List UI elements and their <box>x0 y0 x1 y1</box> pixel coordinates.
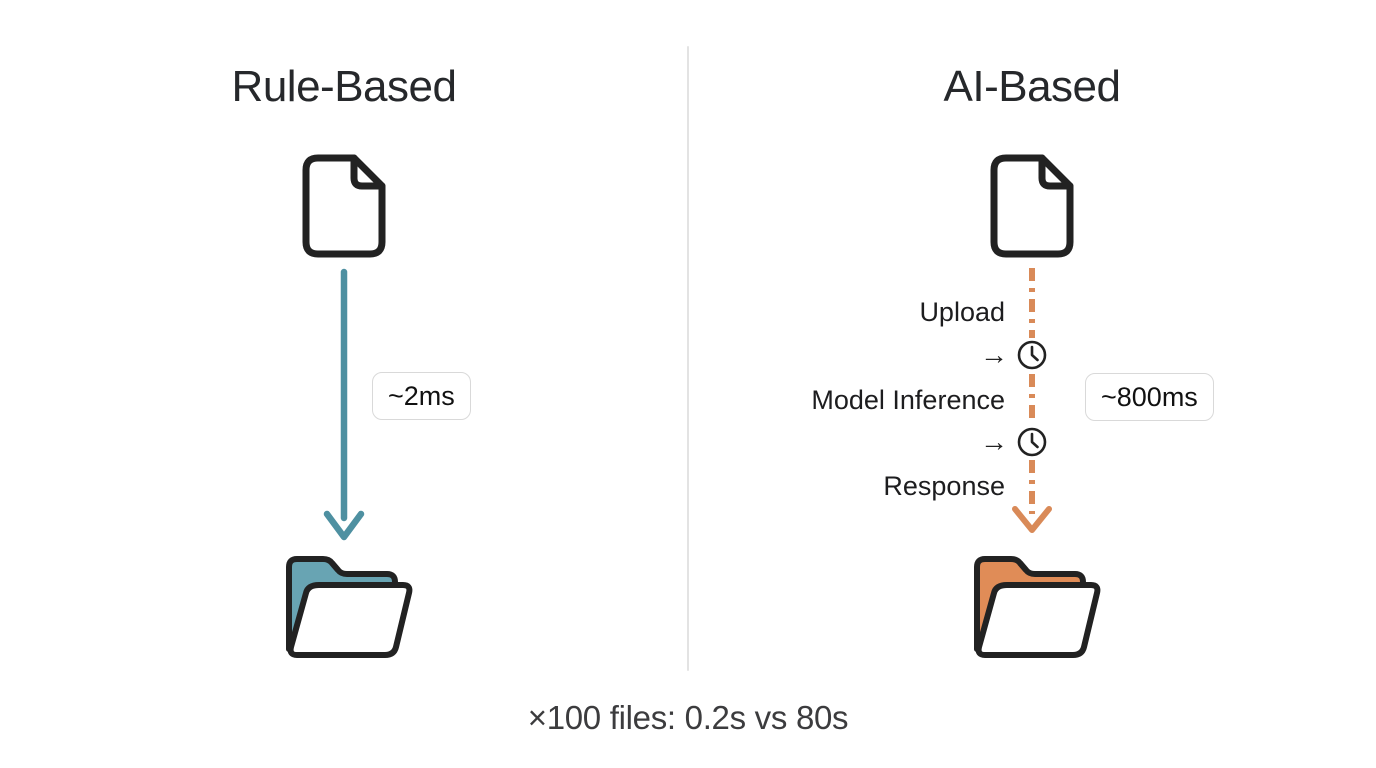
file-icon <box>302 154 386 258</box>
down-arrow-icon <box>323 268 365 541</box>
file-icon <box>990 154 1074 258</box>
panel-divider <box>687 46 689 671</box>
clock-icon <box>1017 340 1047 370</box>
right-arrow-icon: → <box>980 426 1008 457</box>
step-label-model-inference: Model Inference <box>811 385 1005 415</box>
right-duration-badge: ~800ms <box>1085 373 1214 421</box>
left-duration-badge: ~2ms <box>372 372 471 420</box>
footer-summary: ×100 files: 0.2s vs 80s <box>527 699 849 736</box>
right-panel-title: AI-Based <box>943 62 1121 111</box>
left-panel-title: Rule-Based <box>231 62 457 111</box>
folder-icon <box>286 556 413 658</box>
right-arrow-icon: → <box>980 339 1008 370</box>
step-label-upload: Upload <box>919 297 1005 327</box>
clock-icon <box>1017 427 1047 457</box>
folder-icon <box>974 556 1101 658</box>
dashed-down-arrow-icon <box>1012 268 1052 533</box>
step-label-response: Response <box>883 471 1005 501</box>
